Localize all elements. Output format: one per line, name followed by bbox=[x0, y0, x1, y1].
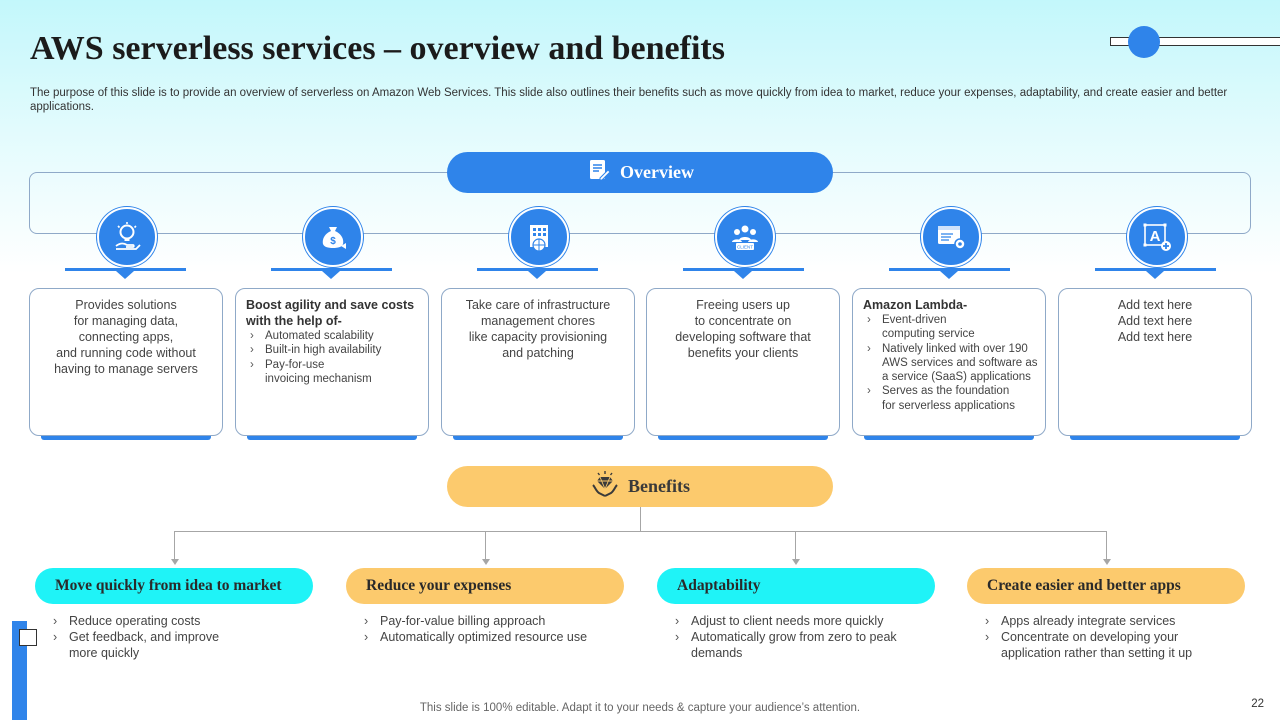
card-list: Event-driven computing service Natively … bbox=[863, 313, 1039, 413]
benefit-title-1: Move quickly from idea to market bbox=[35, 568, 313, 604]
browser-gear-icon bbox=[921, 207, 981, 267]
tree-line bbox=[174, 531, 1107, 532]
benefit-title-3: Adaptability bbox=[657, 568, 935, 604]
connector-bar bbox=[65, 268, 186, 271]
list-item: Natively linked with over 190 AWS servic… bbox=[863, 342, 1039, 385]
list-item: Concentrate on developing your applicati… bbox=[981, 629, 1231, 661]
list-item: Automated scalability bbox=[246, 329, 418, 344]
benefits-pill: Benefits bbox=[447, 466, 833, 507]
list-item: Serves as the foundation for serverless … bbox=[863, 384, 1039, 413]
tree-arrow bbox=[792, 559, 800, 565]
list-item: Adjust to client needs more quickly bbox=[671, 613, 901, 629]
overview-card-5: Amazon Lambda- Event-driven computing se… bbox=[852, 288, 1046, 436]
list-item: Automatically optimized resource use bbox=[360, 629, 620, 645]
decorative-square bbox=[19, 629, 37, 646]
decorative-slider-dot bbox=[1128, 26, 1160, 58]
svg-text:A: A bbox=[1150, 228, 1161, 245]
connector-bar bbox=[683, 268, 804, 271]
overview-pill: Overview bbox=[447, 152, 833, 193]
card-heading: Boost agility and save costs with the he… bbox=[246, 298, 415, 328]
card-accent bbox=[41, 436, 211, 440]
list-item: Reduce operating costs bbox=[49, 613, 249, 629]
overview-card-2: Boost agility and save costs with the he… bbox=[235, 288, 429, 436]
card-accent bbox=[658, 436, 828, 440]
benefit-title-2: Reduce your expenses bbox=[346, 568, 624, 604]
overview-label: Overview bbox=[620, 162, 694, 182]
benefit-list-1: Reduce operating costs Get feedback, and… bbox=[49, 613, 249, 661]
lightbulb-hand-icon bbox=[97, 207, 157, 267]
slide-title: AWS serverless services – overview and b… bbox=[30, 30, 725, 67]
svg-text:CLIENT: CLIENT bbox=[737, 245, 753, 250]
list-item: Automatically grow from zero to peak dem… bbox=[671, 629, 901, 661]
connector-bar bbox=[889, 268, 1010, 271]
overview-card-3: Take care of infrastructure management c… bbox=[441, 288, 635, 436]
card-heading: Amazon Lambda- bbox=[863, 298, 968, 312]
connector-pointer bbox=[940, 271, 958, 279]
svg-text:$: $ bbox=[330, 236, 336, 247]
tree-line bbox=[640, 507, 641, 531]
connector-pointer bbox=[1146, 271, 1164, 279]
list-item: Get feedback, and improve more quickly bbox=[49, 629, 249, 661]
tree-arrow bbox=[171, 559, 179, 565]
money-bag-icon: $ bbox=[303, 207, 363, 267]
benefit-title-4: Create easier and better apps bbox=[967, 568, 1245, 604]
decorative-slider-line bbox=[1110, 37, 1280, 46]
text-tool-icon: A bbox=[1127, 207, 1187, 267]
building-globe-icon bbox=[509, 207, 569, 267]
card-accent bbox=[453, 436, 623, 440]
list-item: Event-driven computing service bbox=[863, 313, 1039, 342]
benefit-list-4: Apps already integrate services Concentr… bbox=[981, 613, 1231, 661]
page-number: 22 bbox=[1251, 698, 1264, 710]
overview-card-1: Provides solutions for managing data, co… bbox=[29, 288, 223, 436]
list-item: Pay-for-value billing approach bbox=[360, 613, 620, 629]
card-list: Automated scalability Built-in high avai… bbox=[246, 329, 418, 386]
card-accent bbox=[864, 436, 1034, 440]
tree-arrow bbox=[1103, 559, 1111, 565]
connector-pointer bbox=[734, 271, 752, 279]
connector-bar bbox=[1095, 268, 1216, 271]
tree-line bbox=[795, 531, 796, 559]
connector-bar bbox=[477, 268, 598, 271]
connector-pointer bbox=[528, 271, 546, 279]
document-pen-icon bbox=[586, 157, 612, 188]
tree-arrow bbox=[482, 559, 490, 565]
connector-pointer bbox=[322, 271, 340, 279]
footer-note: This slide is 100% editable. Adapt it to… bbox=[419, 702, 861, 714]
list-item: Apps already integrate services bbox=[981, 613, 1231, 629]
card-accent bbox=[247, 436, 417, 440]
list-item: Built-in high availability bbox=[246, 343, 418, 358]
overview-card-6: Add text here Add text here Add text her… bbox=[1058, 288, 1252, 436]
hand-diamond-icon bbox=[590, 469, 620, 504]
tree-line bbox=[485, 531, 486, 559]
card-accent bbox=[1070, 436, 1240, 440]
client-group-icon: CLIENT bbox=[715, 207, 775, 267]
benefit-list-3: Adjust to client needs more quickly Auto… bbox=[671, 613, 901, 661]
tree-line bbox=[1106, 531, 1107, 559]
list-item: Pay-for-use invoicing mechanism bbox=[246, 358, 418, 387]
overview-card-4: Freeing users up to concentrate on devel… bbox=[646, 288, 840, 436]
tree-line bbox=[174, 531, 175, 559]
benefit-list-2: Pay-for-value billing approach Automatic… bbox=[360, 613, 620, 645]
benefits-label: Benefits bbox=[628, 476, 690, 496]
connector-bar bbox=[271, 268, 392, 271]
slide-subtitle: The purpose of this slide is to provide … bbox=[30, 87, 1228, 113]
connector-pointer bbox=[116, 271, 134, 279]
